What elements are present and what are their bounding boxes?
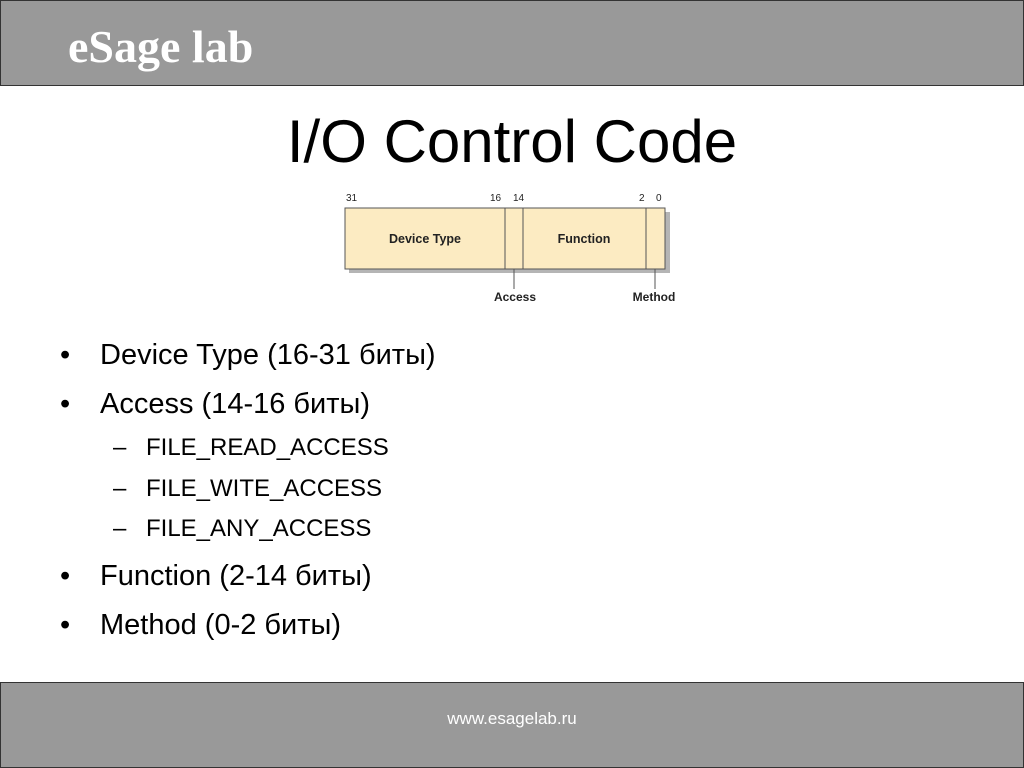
slide-title: I/O Control Code — [286, 108, 738, 175]
list-item-text: Function (2-14 биты) — [100, 560, 372, 592]
bit-label-2: 2 — [639, 193, 645, 204]
dash-marker: – — [113, 475, 127, 502]
list-item-text: FILE_READ_ACCESS — [146, 434, 389, 461]
footer-bar: www.esagelab.ru — [0, 682, 1024, 768]
field-label-function: Function — [558, 232, 611, 246]
callout-access: Access — [494, 290, 536, 304]
bullet-marker: • — [60, 560, 71, 592]
list-item-text: Device Type (16-31 биты) — [100, 339, 436, 371]
ioctl-diagram: 31 16 14 2 0 Device Type Function Access… — [330, 186, 710, 312]
field-device-type — [344, 207, 506, 270]
bit-label-31: 31 — [346, 193, 358, 204]
header-bar: eSage lab — [0, 0, 1024, 86]
bullet-marker: • — [60, 609, 71, 641]
list-item-text: Access (14-16 биты) — [100, 388, 371, 420]
bit-label-16: 16 — [490, 193, 502, 204]
bit-label-14: 14 — [513, 193, 525, 204]
field-function — [522, 207, 647, 270]
bullet-marker: • — [60, 388, 71, 420]
list-item-text: Method (0-2 биты) — [100, 609, 342, 641]
bullet-marker: • — [60, 339, 71, 371]
brand-logo: eSage lab — [68, 21, 254, 72]
dash-marker: – — [113, 434, 127, 461]
footer-url: www.esagelab.ru — [447, 709, 577, 728]
callout-method: Method — [633, 290, 676, 304]
field-access — [504, 207, 524, 270]
list-item-text: FILE_ANY_ACCESS — [146, 515, 372, 542]
bit-label-0: 0 — [656, 193, 662, 204]
field-method — [645, 207, 666, 270]
field-label-device-type: Device Type — [389, 232, 461, 246]
list-item-text: FILE_WITE_ACCESS — [146, 475, 383, 502]
dash-marker: – — [113, 515, 127, 542]
